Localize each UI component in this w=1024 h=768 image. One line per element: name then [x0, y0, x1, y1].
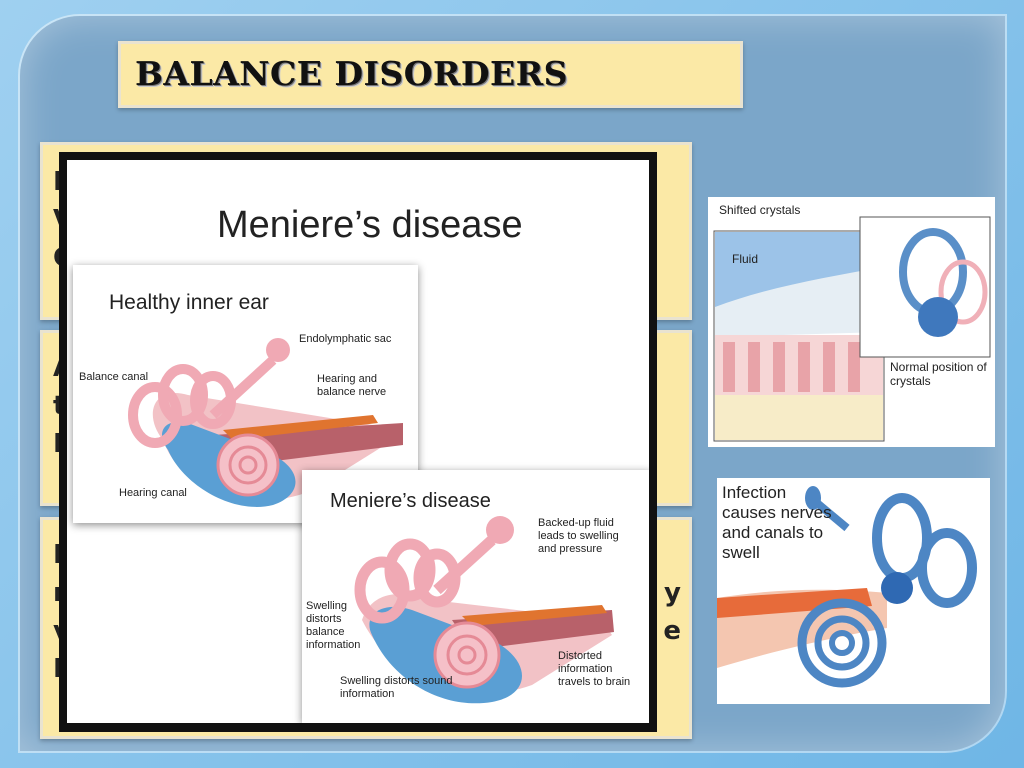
meniere-ear-card: Meniere’s disease Backed-up fluid leads …	[302, 470, 649, 723]
title-box: BALANCE DISORDERS	[118, 41, 743, 108]
label-hearing-balance-nerve: Hearing and balance nerve	[317, 373, 387, 398]
label-fluid: Fluid	[732, 252, 759, 266]
bullet-1-char-1: I	[53, 167, 63, 197]
healthy-ear-title: Healthy inner ear	[109, 291, 269, 314]
meniere-main-title: Meniere’s disease	[217, 204, 523, 246]
meniere-card-title: Meniere’s disease	[330, 490, 491, 512]
bullet-3-char-4: I	[53, 654, 63, 684]
label-swelling-balance: Swelling distorts balance information	[306, 600, 361, 651]
bullet-3-right-char-1: y	[664, 578, 681, 608]
label-infection-text: Infection causes nerves and canals to sw…	[722, 483, 832, 562]
label-normal-crystals: Normal position of crystals	[890, 360, 987, 388]
meniere-diagram: Meniere’s disease Healthy inner ear Endo…	[59, 152, 657, 732]
label-balance-canal: Balance canal	[79, 371, 149, 383]
label-swelling-sound: Swelling distorts sound information	[340, 675, 453, 700]
bullet-3-char-1: I	[53, 540, 63, 570]
meniere-diagram-canvas: Meniere’s disease Healthy inner ear Endo…	[67, 160, 649, 723]
label-shifted-crystals: Shifted crystals	[719, 203, 801, 217]
crystals-diagram: Shifted crystals Fluid Normal position o…	[708, 197, 995, 447]
bullet-3-right-char-2: e	[663, 616, 681, 646]
label-hearing-canal: Hearing canal	[119, 487, 187, 499]
infection-diagram: Infection causes nerves and canals to sw…	[717, 478, 990, 704]
crystals-illustration	[713, 216, 991, 442]
label-endolymphatic-sac: Endolymphatic sac	[299, 333, 392, 345]
infection-illustration	[717, 486, 977, 688]
meniere-ear-illustration	[354, 516, 614, 704]
slide-title: BALANCE DISORDERS	[135, 54, 568, 93]
label-backed-up-fluid: Backed-up fluid leads to swelling and pr…	[538, 517, 619, 555]
label-distorted-information: Distorted information travels to brain	[558, 650, 631, 688]
